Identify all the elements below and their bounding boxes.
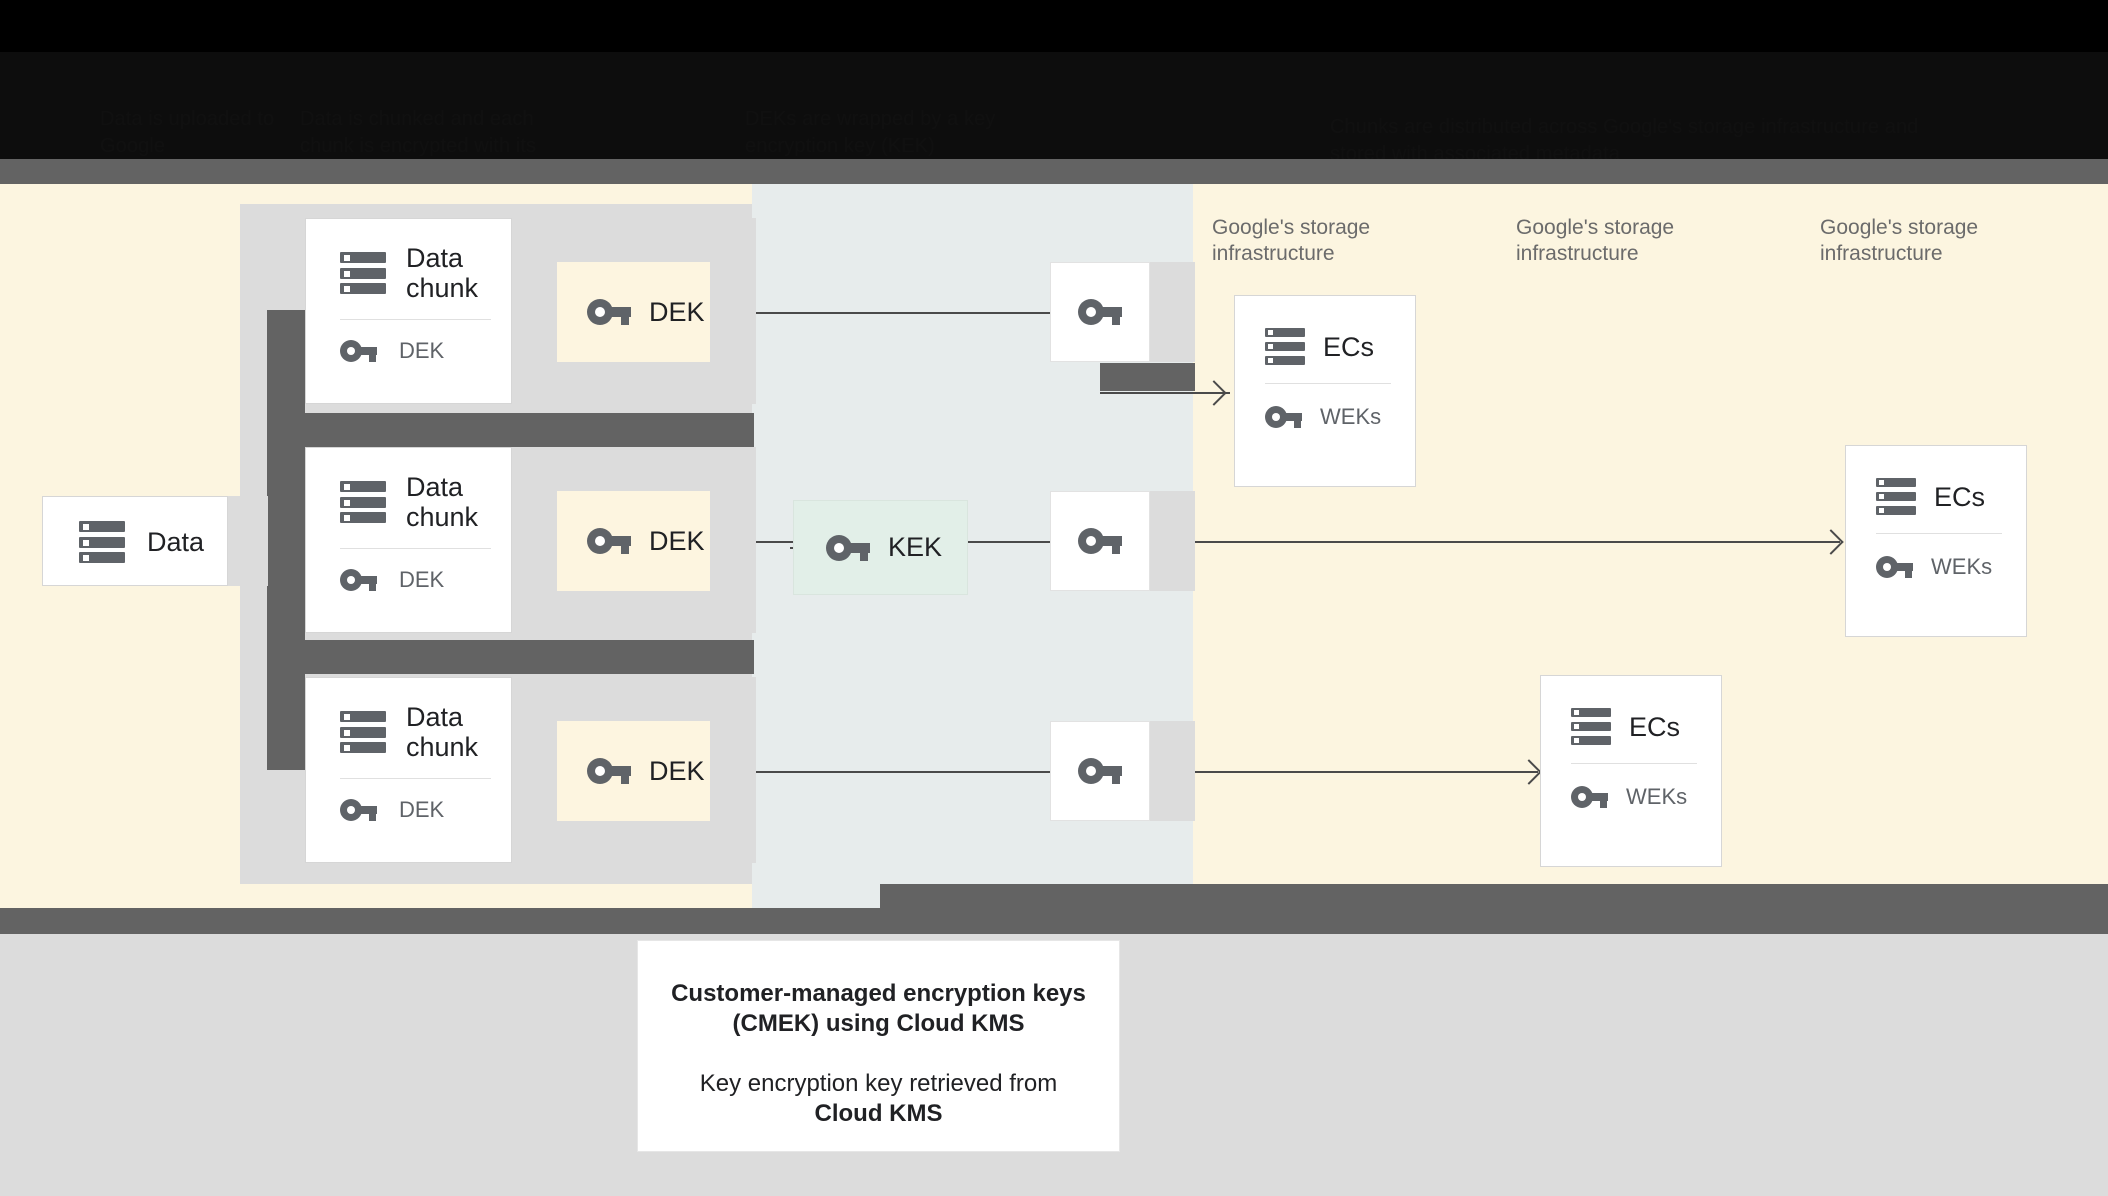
dek-chip-1[interactable]: DEK — [557, 262, 710, 362]
chunk-card-2[interactable]: Data chunk DEK — [305, 447, 512, 633]
data-card-title: Data — [147, 527, 205, 557]
header-grey-divider — [0, 159, 2108, 184]
database-icon — [1265, 328, 1305, 365]
ecs-card-3[interactable]: ECs WEKs — [1540, 675, 1722, 867]
chunk-card-1-title: Data chunk — [406, 243, 479, 303]
key-icon — [340, 340, 377, 362]
key-icon — [1876, 556, 1913, 578]
redaction-bar-chunk2 — [267, 640, 754, 674]
caption-line-3: Key encryption key retrieved from — [699, 1070, 1058, 1097]
database-icon — [340, 711, 386, 753]
ecs-card-3-title: ECs — [1629, 711, 1681, 742]
redaction-bar-bottom — [880, 884, 2108, 908]
key-icon — [587, 528, 631, 554]
key-icon — [587, 299, 631, 325]
key-icon — [340, 569, 377, 591]
data-card-shadow — [228, 496, 268, 586]
infra-label-2: Google's storage infrastructure — [1516, 216, 1675, 265]
caption-line-1: Customer-managed encryption keys — [671, 980, 1086, 1007]
dek-chip-2-label: DEK — [649, 525, 705, 556]
wrapped-key-box-2[interactable] — [1050, 491, 1150, 591]
chunk-card-2-key-label: DEK — [399, 567, 445, 592]
ecs-card-1-title: ECs — [1323, 331, 1375, 362]
dek-chip-3[interactable]: DEK — [557, 721, 710, 821]
infra-label-3: Google's storage infrastructure — [1820, 216, 1979, 265]
database-icon — [340, 481, 386, 523]
header-obscured-band: Data is uploaded to Google Data is chunk… — [0, 52, 2108, 184]
arrow-line-to-ecs-3 — [1160, 771, 1538, 773]
kek-chip-label: KEK — [888, 532, 943, 562]
dek-chip-1-label: DEK — [649, 296, 705, 327]
chunk-card-3-title: Data chunk — [406, 702, 479, 762]
ecs-card-2-key-label: WEKs — [1931, 554, 1993, 579]
caption-box: Customer-managed encryption keys (CMEK) … — [637, 940, 1120, 1152]
dek-chip-2[interactable]: DEK — [557, 491, 710, 591]
header-step-3: DEKs are wrapped by a key encryption key… — [745, 108, 996, 157]
footer-divider-bar — [0, 908, 2108, 934]
chunk-card-3[interactable]: Data chunk DEK — [305, 677, 512, 863]
key-icon — [1078, 528, 1122, 554]
header-step-1: Data is uploaded to Google — [100, 108, 275, 157]
kek-chip[interactable]: KEK — [793, 500, 968, 595]
arrow-line-to-ecs-2 — [1160, 541, 1840, 543]
key-icon — [826, 534, 870, 561]
key-icon — [1265, 406, 1302, 428]
ecs-card-1[interactable]: ECs WEKs — [1234, 295, 1416, 487]
caption-line-2: (CMEK) using Cloud KMS — [732, 1010, 1025, 1037]
key-icon — [340, 799, 377, 821]
caption-line-4: Cloud KMS — [814, 1100, 943, 1127]
chunk-card-1[interactable]: Data chunk DEK — [305, 218, 512, 404]
redaction-bar-storage1 — [1100, 363, 1195, 391]
chunk-card-3-key-label: DEK — [399, 797, 445, 822]
dek-chip-3-label: DEK — [649, 755, 705, 786]
ecs-card-3-key-label: WEKs — [1626, 784, 1688, 809]
ecs-card-2[interactable]: ECs WEKs — [1845, 445, 2027, 637]
data-card[interactable]: Data — [42, 496, 228, 586]
chunk-card-2-title: Data chunk — [406, 472, 479, 532]
database-icon — [1876, 478, 1916, 515]
connector-dek1-wrapped — [710, 312, 1055, 314]
key-icon — [587, 758, 631, 784]
redaction-bar-vertical — [267, 310, 305, 770]
ecs-card-2-title: ECs — [1934, 481, 1986, 512]
header-black-bar — [0, 0, 2108, 52]
connector-dek3-wrapped — [710, 771, 1055, 773]
key-icon — [1078, 299, 1122, 325]
key-icon — [1571, 786, 1608, 808]
database-icon — [79, 521, 125, 563]
redaction-bar-chunk1 — [267, 413, 754, 447]
wrapped-key-box-1[interactable] — [1050, 262, 1150, 362]
database-icon — [340, 252, 386, 294]
wrapped-key-box-3[interactable] — [1050, 721, 1150, 821]
arrow-line-to-ecs-1 — [1100, 392, 1230, 394]
key-icon — [1078, 758, 1122, 784]
ecs-card-1-key-label: WEKs — [1320, 404, 1382, 429]
infra-label-1: Google's storage infrastructure — [1212, 216, 1371, 265]
database-icon — [1571, 708, 1611, 745]
chunk-card-1-key-label: DEK — [399, 338, 445, 363]
